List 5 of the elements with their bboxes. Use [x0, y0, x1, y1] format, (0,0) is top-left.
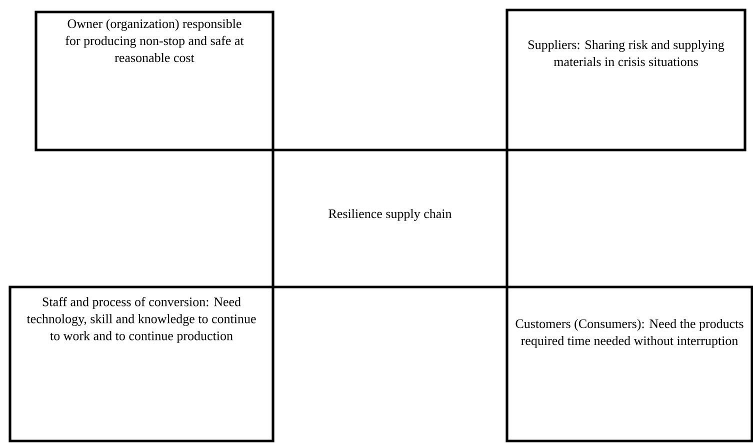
text-box: Owner (organization) responsible for producing non-stop and safe at reasonable cost	[34, 10, 274, 152]
text-box: Resilience supply chain	[272, 148, 508, 288]
text-box: Staff and process of conversion: Need technology, skill and knowledge to continue to work and to continue production	[8, 286, 274, 442]
text-box: Suppliers: Sharing risk and supplying materials in crisis situations	[506, 8, 746, 152]
text-box: Customers (Consumers): Need the products required time needed without interruption	[506, 286, 753, 442]
